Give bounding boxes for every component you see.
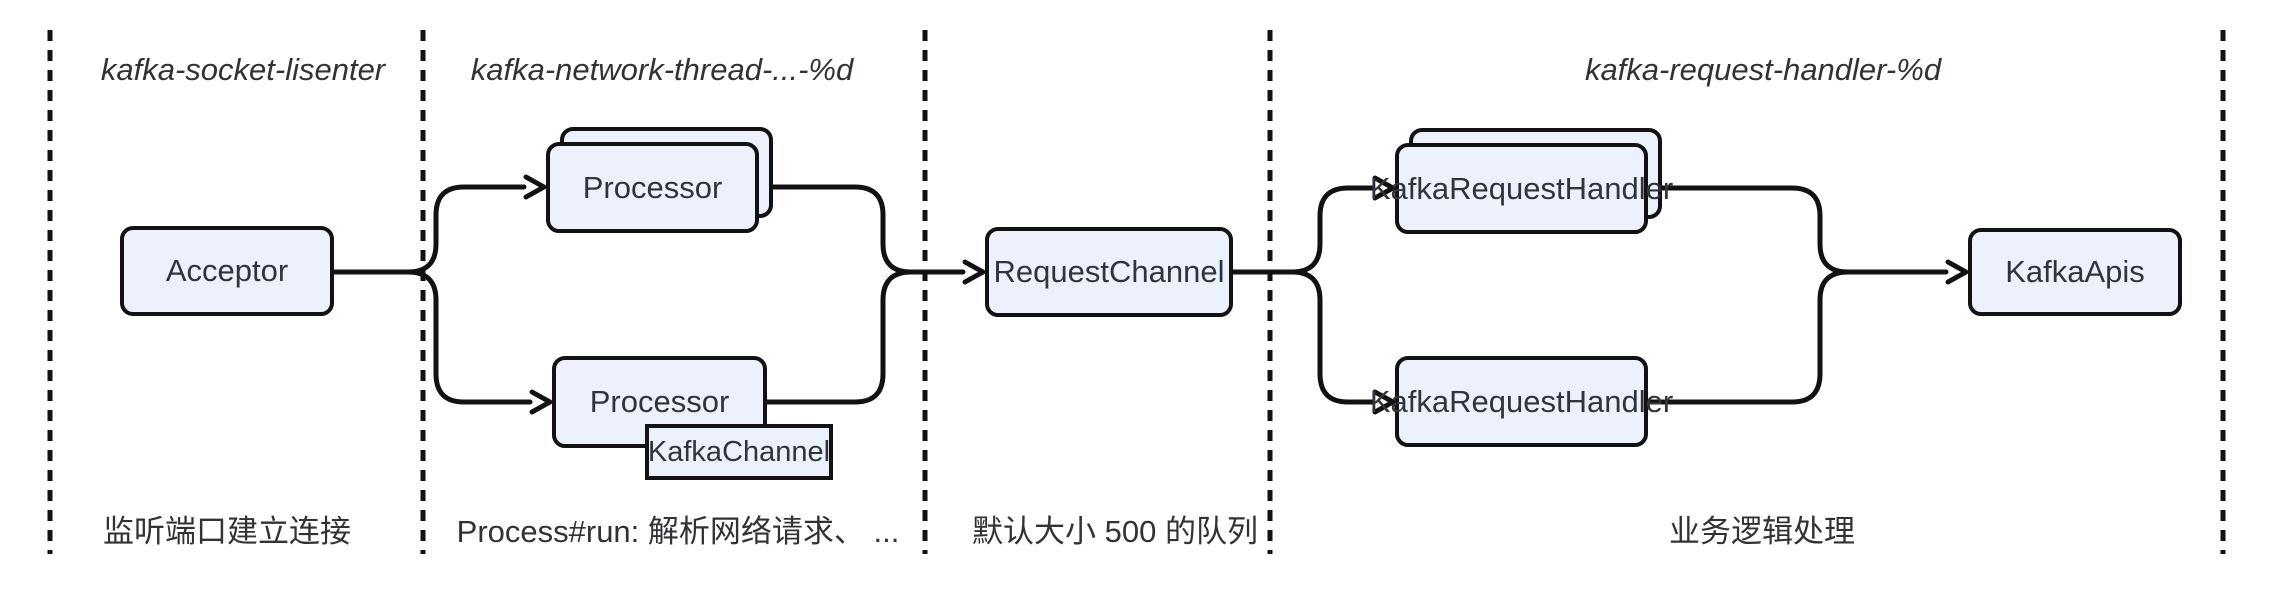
caption-business-logic: 业务逻辑处理 — [1669, 514, 1855, 549]
node-handler-bottom: KafkaRequestHandler — [1370, 356, 1673, 447]
node-handler-bottom-label: KafkaRequestHandler — [1369, 383, 1674, 419]
edge-requestchannel-to-handler-top — [1289, 175, 1396, 275]
node-processor-top-label: Processor — [582, 169, 723, 205]
node-acceptor-label: Acceptor — [165, 253, 289, 288]
edge-handler-bottom-out — [1645, 269, 1851, 405]
node-kafkachannel: KafkaChannel — [645, 424, 833, 480]
section-title-request-handler: kafka-request-handler-%d — [1584, 52, 1942, 87]
edge-processor-top-out — [770, 184, 914, 275]
section-title-network-thread: kafka-network-thread-...-%d — [470, 52, 854, 87]
edge-acceptor-to-processor-top — [405, 174, 547, 275]
node-handler-top-label: KafkaRequestHandler — [1369, 170, 1674, 206]
node-acceptor: Acceptor — [120, 226, 334, 316]
edge-processor-bottom-out — [764, 269, 914, 405]
edge-handler-top-out — [1659, 185, 1851, 275]
node-kafkaapis-label: KafkaApis — [2005, 254, 2145, 289]
node-handler-top: KafkaRequestHandler — [1370, 143, 1673, 234]
caption-network-thread: Process#run: 解析网络请求、 ... — [456, 514, 900, 549]
node-requestchannel: RequestChannel — [985, 227, 1233, 317]
section-title-socket-listener: kafka-socket-lisenter — [100, 52, 386, 87]
edge-acceptor-to-processor-bottom — [405, 269, 553, 415]
edge-requestchannel-to-handler-bottom — [1289, 269, 1396, 415]
node-requestchannel-label: RequestChannel — [993, 254, 1225, 289]
node-kafkaapis: KafkaApis — [1968, 228, 2182, 316]
node-processor-bottom-label: Processor — [589, 384, 730, 419]
caption-socket-listener: 监听端口建立连接 — [103, 514, 351, 549]
node-kafkachannel-label: KafkaChannel — [647, 435, 831, 468]
node-processor-top: Processor — [546, 142, 759, 233]
caption-request-queue: 默认大小 500 的队列 — [972, 514, 1258, 549]
